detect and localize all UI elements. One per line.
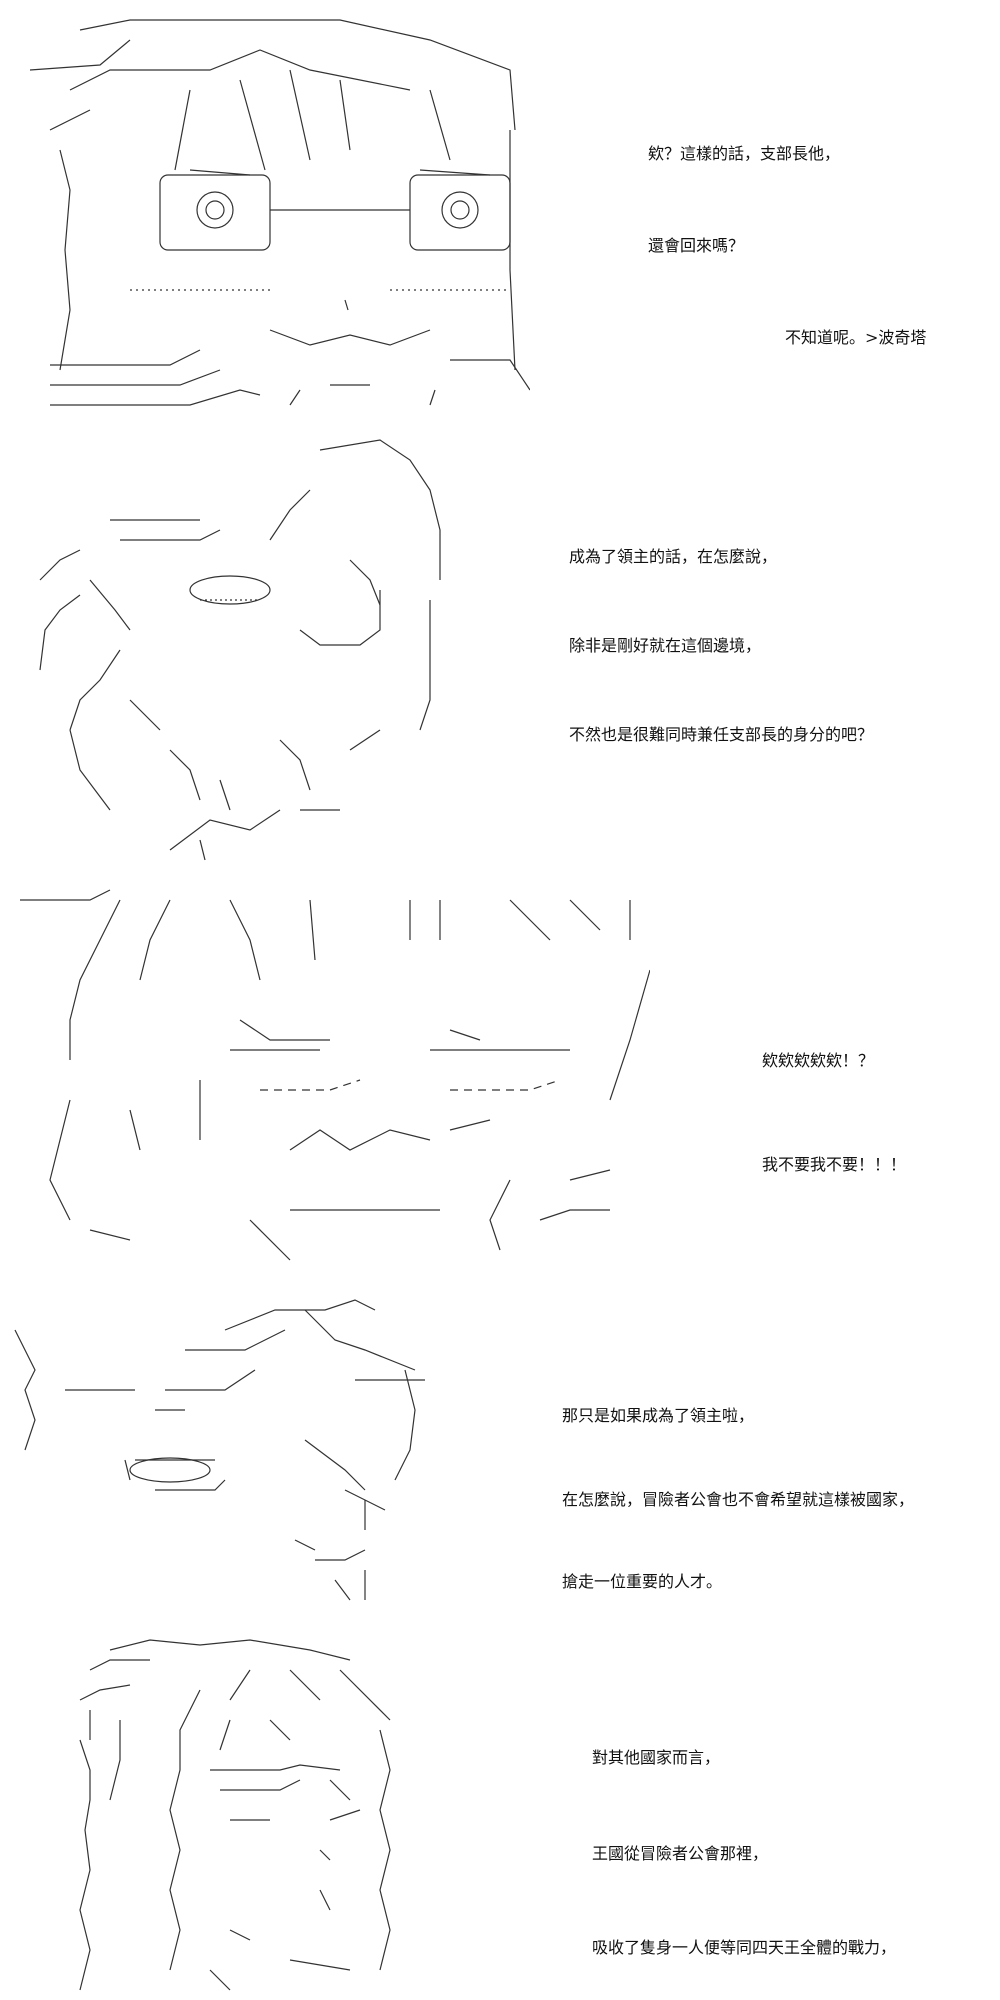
panel-2: 成為了領主的話，在怎麼說， 除非是剛好就在這個邊境， 不然也是很難同時兼任支部長… bbox=[0, 430, 1000, 870]
dialogue-line: 欸？這樣的話，支部長他， bbox=[648, 144, 841, 163]
panel-5: 對其他國家而言， 王國從冒險者公會那裡， 吸收了隻身一人便等同四天王全體的戰力， bbox=[0, 1630, 1000, 2000]
dialogue-line: 那只是如果成為了領主啦， bbox=[562, 1406, 755, 1425]
dialogue-line: 王國從冒險者公會那裡， bbox=[592, 1844, 769, 1863]
dialogue-line: 對其他國家而言， bbox=[592, 1748, 721, 1767]
ascii-art-figure-profile bbox=[5, 1290, 475, 1620]
panel-3: 欸欸欸欸欸！？ 我不要我不要！！！ bbox=[0, 880, 1000, 1270]
panel-4: 那只是如果成為了領主啦， 在怎麼說，冒險者公會也不會希望就這樣被國家， 搶走一位… bbox=[0, 1290, 1000, 1620]
dialogue-line: 不知道呢。>波奇塔 bbox=[785, 328, 927, 347]
dialogue-line: 我不要我不要！！！ bbox=[762, 1155, 907, 1174]
dialogue-line: 在怎麼說，冒險者公會也不會希望就這樣被國家， bbox=[562, 1490, 915, 1509]
ascii-art-girl-glasses bbox=[10, 10, 530, 420]
ascii-art-girl-long-hair bbox=[50, 1630, 450, 2000]
dialogue-line: 搶走一位重要的人才。 bbox=[562, 1572, 723, 1591]
dialogue-line: 吸收了隻身一人便等同四天王全體的戰力， bbox=[592, 1938, 897, 1957]
dialogue-line: 還會回來嗎？ bbox=[648, 236, 745, 255]
panel-1: 欸？這樣的話，支部長他， 還會回來嗎？ 不知道呢。>波奇塔 bbox=[0, 0, 1000, 430]
dialogue-line: 成為了領主的話，在怎麼說， bbox=[569, 547, 778, 566]
dialogue-line: 欸欸欸欸欸！？ bbox=[762, 1051, 875, 1070]
dialogue-line: 除非是剛好就在這個邊境， bbox=[569, 636, 762, 655]
dialogue-line: 不然也是很難同時兼任支部長的身分的吧？ bbox=[569, 725, 874, 744]
ascii-art-figure-bowing bbox=[20, 430, 470, 870]
ascii-art-girl-crying bbox=[10, 880, 650, 1270]
